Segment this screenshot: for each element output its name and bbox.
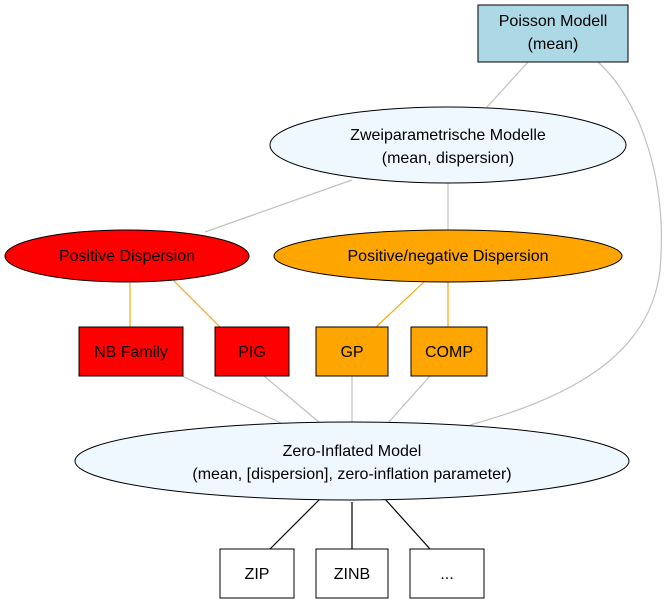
edge-poisson-zweiparametrisch — [486, 61, 529, 108]
node-label: NB Family — [94, 344, 168, 361]
node-label: ZINB — [334, 566, 370, 583]
edge-positive-pig — [173, 280, 221, 328]
node-shape — [74, 421, 630, 501]
node-shape — [477, 4, 629, 63]
node-gp: GP — [315, 326, 389, 377]
edge-zweiparametrisch-positive — [204, 179, 353, 233]
node-poisson-modell: Poisson Modell (mean) — [477, 4, 629, 63]
edge-nb-family-zero-inflated — [181, 375, 286, 426]
node-shape — [219, 548, 295, 599]
node-comp: COMP — [410, 326, 488, 377]
node-shape — [4, 229, 250, 283]
node-shape — [269, 106, 627, 184]
edge-zero-inflated-zip — [269, 498, 321, 550]
node-label: PIG — [238, 344, 266, 361]
edge-posneg-gp — [375, 280, 426, 328]
node-zweiparametrische-modelle: Zweiparametrische Modelle (mean, dispers… — [269, 106, 627, 184]
node-label: GP — [340, 344, 363, 361]
node-shape — [410, 326, 488, 377]
node-positive-dispersion: Positive Dispersion — [4, 229, 250, 283]
node-pig: PIG — [214, 326, 290, 377]
node-more: ... — [409, 548, 485, 599]
node-label-line1: Poisson Modell — [499, 13, 608, 30]
node-label: COMP — [425, 344, 473, 361]
node-shape — [78, 326, 184, 377]
node-label: ZIP — [245, 566, 270, 583]
node-label-line2: (mean) — [528, 36, 579, 53]
node-label: Positive/negative Dispersion — [348, 248, 549, 265]
node-zinb: ZINB — [315, 548, 389, 599]
edges — [129, 61, 662, 550]
node-shape — [315, 326, 389, 377]
node-zip: ZIP — [219, 548, 295, 599]
node-shape — [214, 326, 290, 377]
node-nb-family: NB Family — [78, 326, 184, 377]
edge-comp-zero-inflated — [387, 375, 431, 424]
node-shape — [315, 548, 389, 599]
node-shape — [409, 548, 485, 599]
node-label: Positive Dispersion — [59, 248, 195, 265]
node-zero-inflated-model: Zero-Inflated Model (mean, [dispersion],… — [74, 421, 630, 501]
edge-poisson-zero-inflated — [469, 61, 662, 426]
node-label-line2: (mean, dispersion) — [382, 150, 515, 167]
node-label-line2: (mean, [dispersion], zero-inflation para… — [192, 466, 511, 483]
edge-pig-zero-inflated — [263, 375, 321, 424]
node-label-line1: Zero-Inflated Model — [283, 443, 422, 460]
edge-zero-inflated-more — [384, 498, 431, 550]
node-positive-negative-dispersion: Positive/negative Dispersion — [273, 229, 623, 283]
node-shape — [273, 229, 623, 283]
node-label: ... — [440, 566, 453, 583]
node-label-line1: Zweiparametrische Modelle — [350, 127, 546, 144]
